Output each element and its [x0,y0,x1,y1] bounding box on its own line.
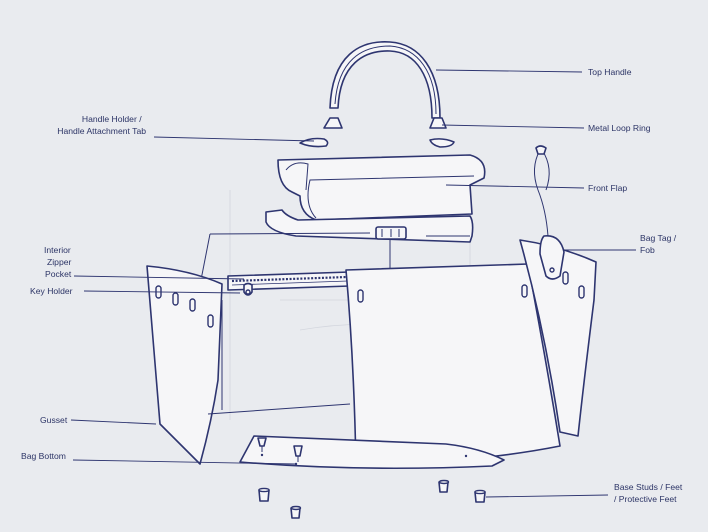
label-bag-bottom: Bag Bottom [21,451,66,461]
bag-inner-edges [207,300,351,415]
label-base-studs: Base Studs / Feet / Protective Feet [614,482,685,504]
key-holder [243,282,253,296]
label-handle-holder: Handle Holder / Handle Attachment Tab [57,114,146,136]
bag-back-panel [199,232,470,286]
label-key-holder: Key Holder [30,286,73,296]
bottom-studs-mounted [257,437,303,462]
label-interior-zipper-pocket: Interior Zipper Pocket [44,245,74,279]
left-gusset [146,265,223,465]
base-studs-feet [258,479,486,519]
label-top-handle: Top Handle [588,67,632,77]
leader-lines [70,69,636,498]
label-gusset: Gusset [40,415,68,425]
labels: Top Handle Handle Holder / Handle Attach… [21,67,685,504]
bag-tag-fob [534,145,565,280]
front-panel [345,263,561,467]
metal-loop-rings [323,117,447,129]
bag-bottom [239,435,505,470]
top-handle [329,41,441,119]
label-metal-loop-ring: Metal Loop Ring [588,123,651,133]
label-front-flap: Front Flap [588,183,627,193]
label-bag-tag: Bag Tag / Fob [640,233,679,255]
handle-holder-tabs [299,137,455,148]
flap-base-plate [265,209,474,243]
interior-zipper-pocket [227,271,351,291]
front-flap [277,154,486,221]
